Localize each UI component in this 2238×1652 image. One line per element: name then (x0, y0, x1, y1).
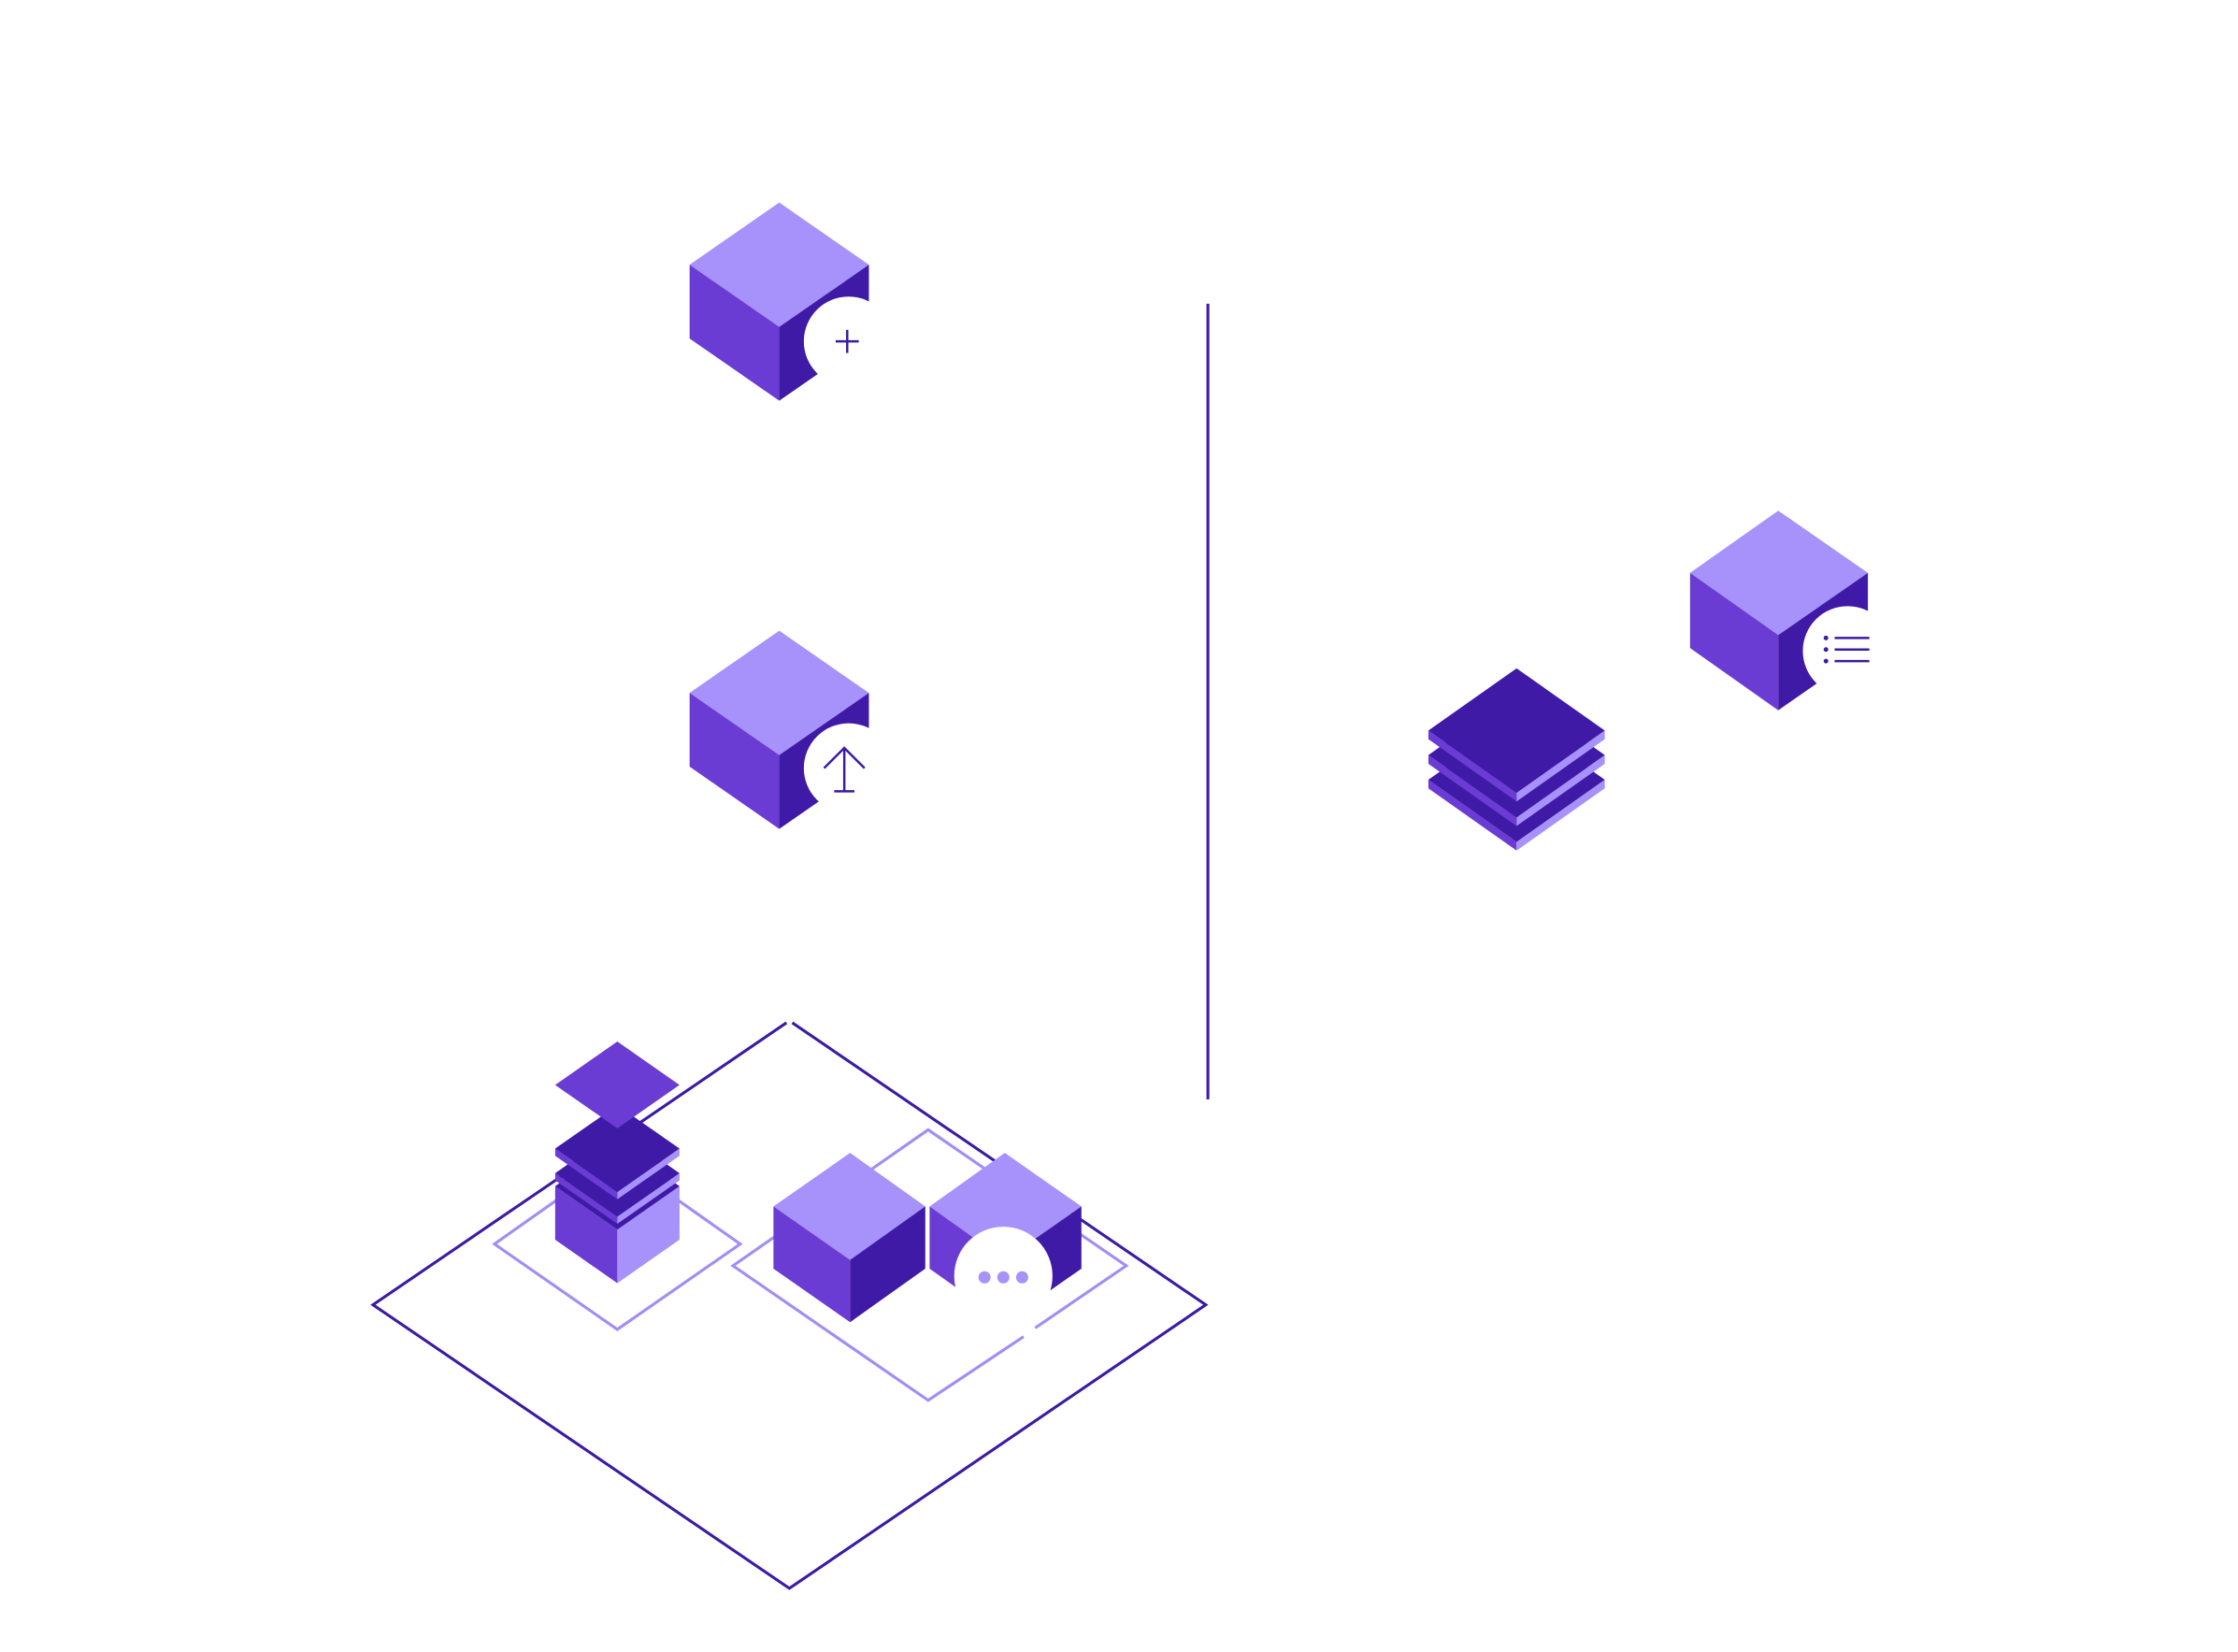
platform (370, 1021, 1209, 1590)
add-icon (803, 296, 894, 387)
cube-upload (689, 630, 894, 829)
upload-arrow-icon (803, 723, 894, 813)
cube-add (689, 202, 894, 401)
database-stack (554, 1041, 680, 1284)
tile-left (492, 1155, 743, 1331)
cube-platform-chat (929, 1153, 1082, 1326)
cube-list (1689, 510, 1893, 711)
more-dots-icon (954, 1227, 1053, 1326)
list-icon (1802, 606, 1893, 697)
layers-stack-icon (1427, 668, 1605, 851)
cube-platform-a (773, 1153, 925, 1323)
